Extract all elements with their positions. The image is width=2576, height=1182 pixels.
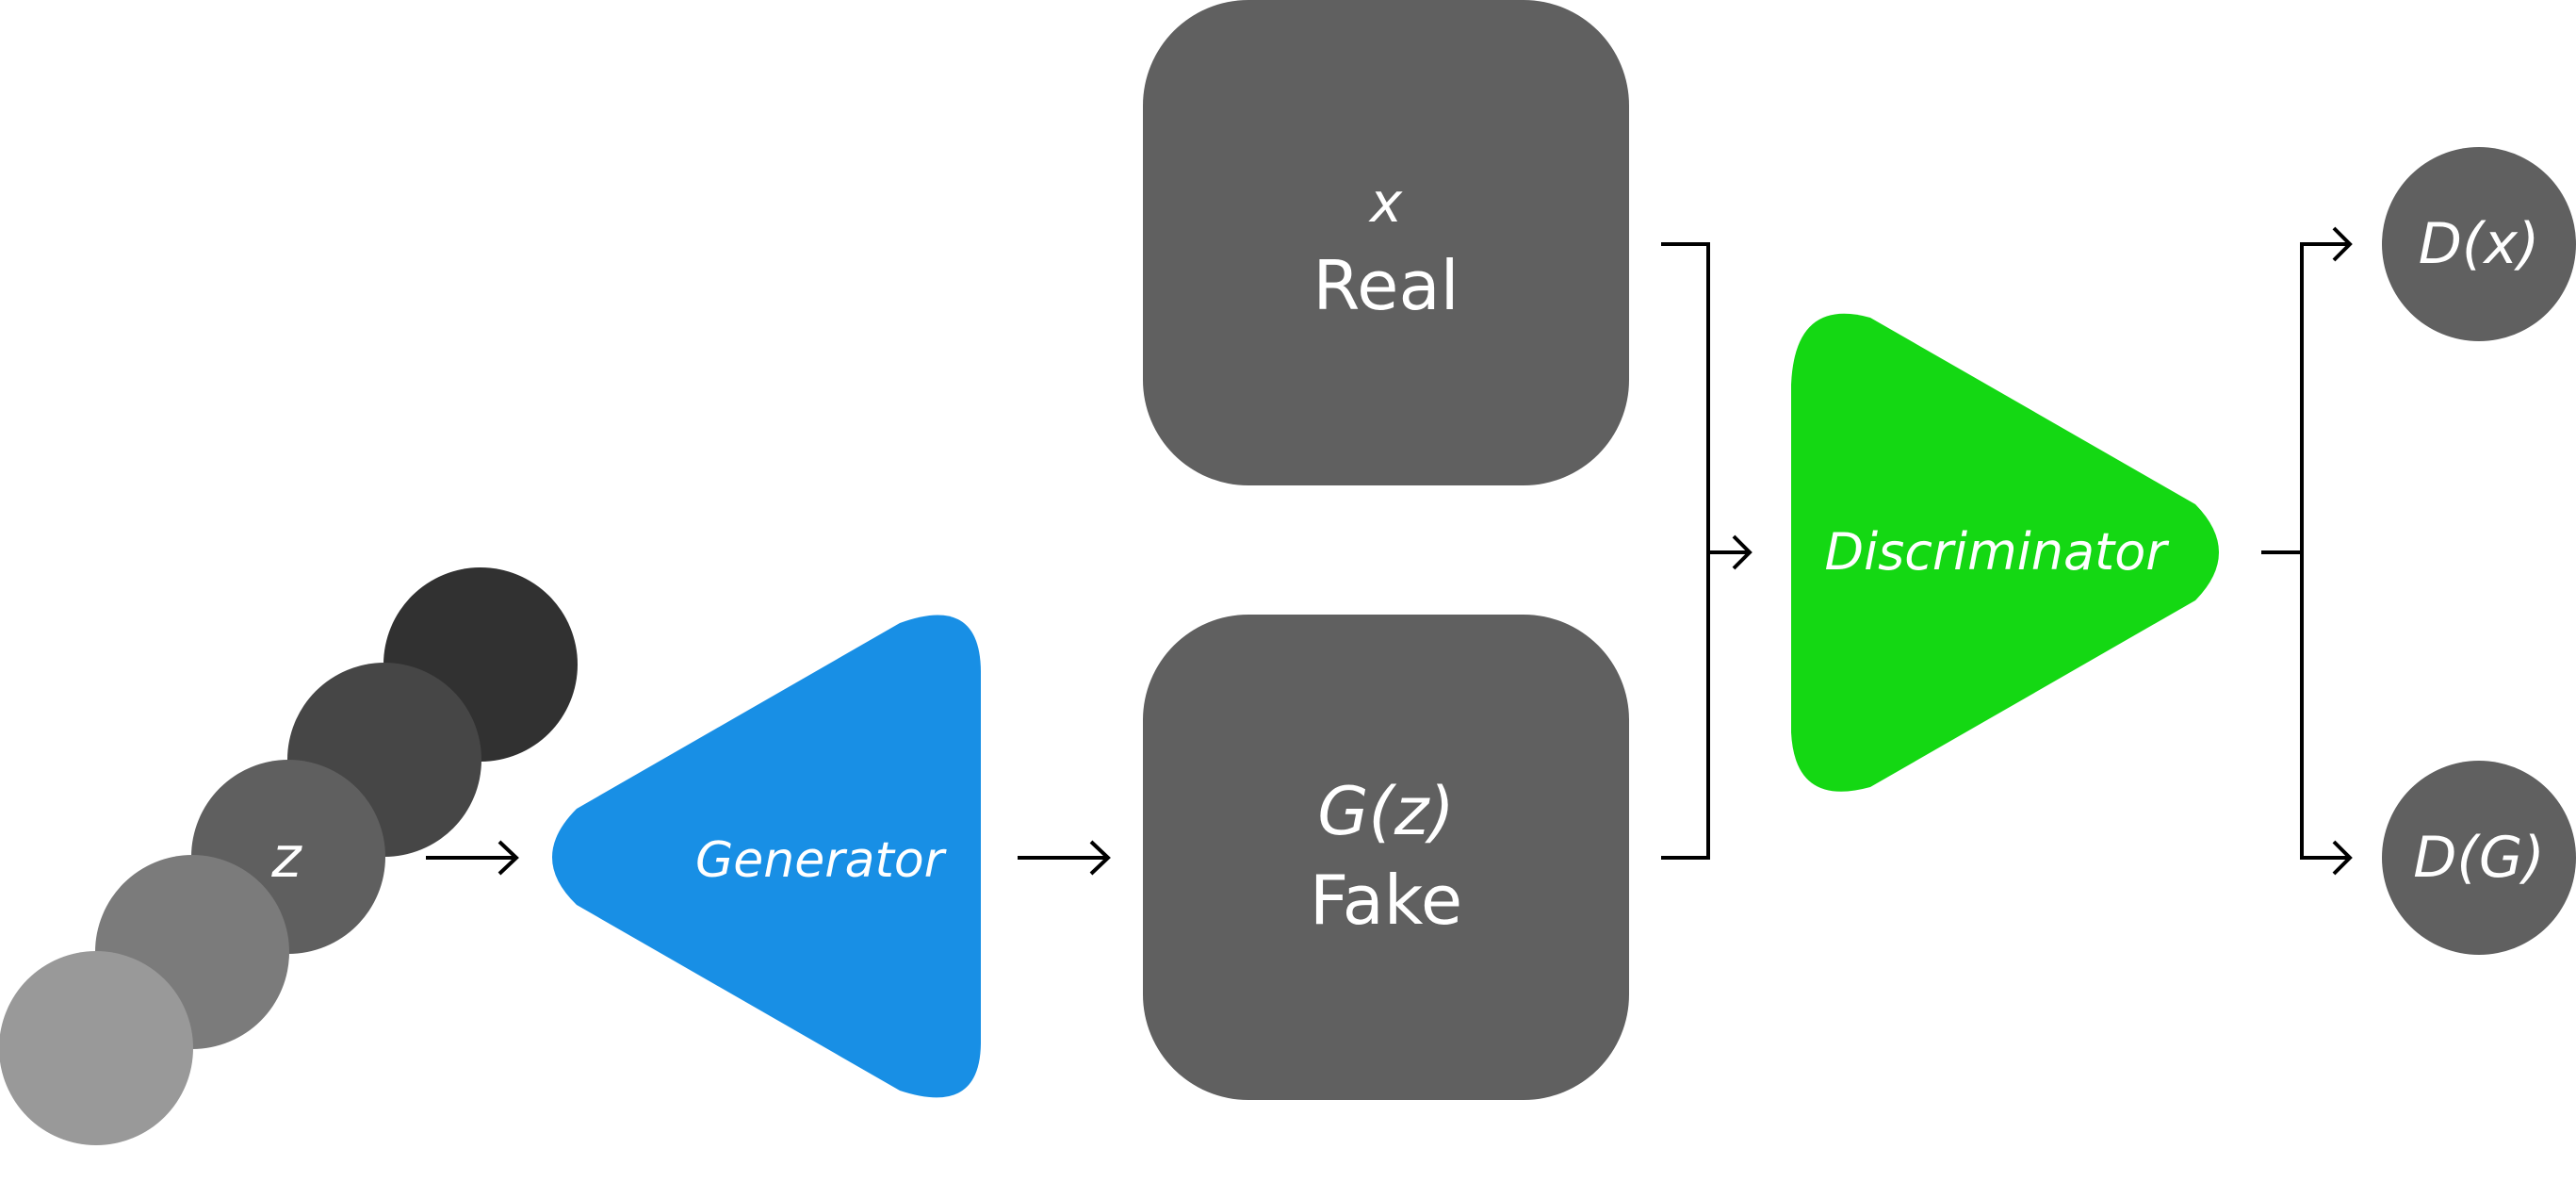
output-fake-label: D(G) [2413,825,2545,891]
real-box: x Real [1143,0,1629,485]
fake-box-label: Fake [1310,861,1462,940]
generator-block: Generator [552,615,981,1098]
output-real-label: D(x) [2419,211,2540,277]
fake-box-symbol: G(z) [1317,773,1455,850]
fake-box-shape [1143,615,1629,1100]
generator-shape [552,615,981,1098]
output-real-circle [2382,147,2576,341]
noise-stack: z [0,567,578,1145]
discriminator-label: Discriminator [1825,522,2170,582]
noise-label: z [270,825,302,891]
discriminator-shape [1791,313,2219,792]
split-connector [2261,226,2353,876]
output-fake: D(G) [2382,761,2576,955]
real-box-symbol: x [1368,171,1403,235]
output-real: D(x) [2382,147,2576,341]
arrow-generator-to-fake [1018,840,1111,876]
discriminator-block: Discriminator [1791,313,2219,792]
noise-circle-1 [0,951,193,1145]
real-box-label: Real [1312,246,1459,325]
output-fake-circle [2382,761,2576,955]
arrow-noise-to-generator [426,840,519,876]
fake-box: G(z) Fake [1143,615,1629,1100]
merge-connector [1661,242,1753,860]
generator-label: Generator [695,832,948,889]
real-box-shape [1143,0,1629,485]
